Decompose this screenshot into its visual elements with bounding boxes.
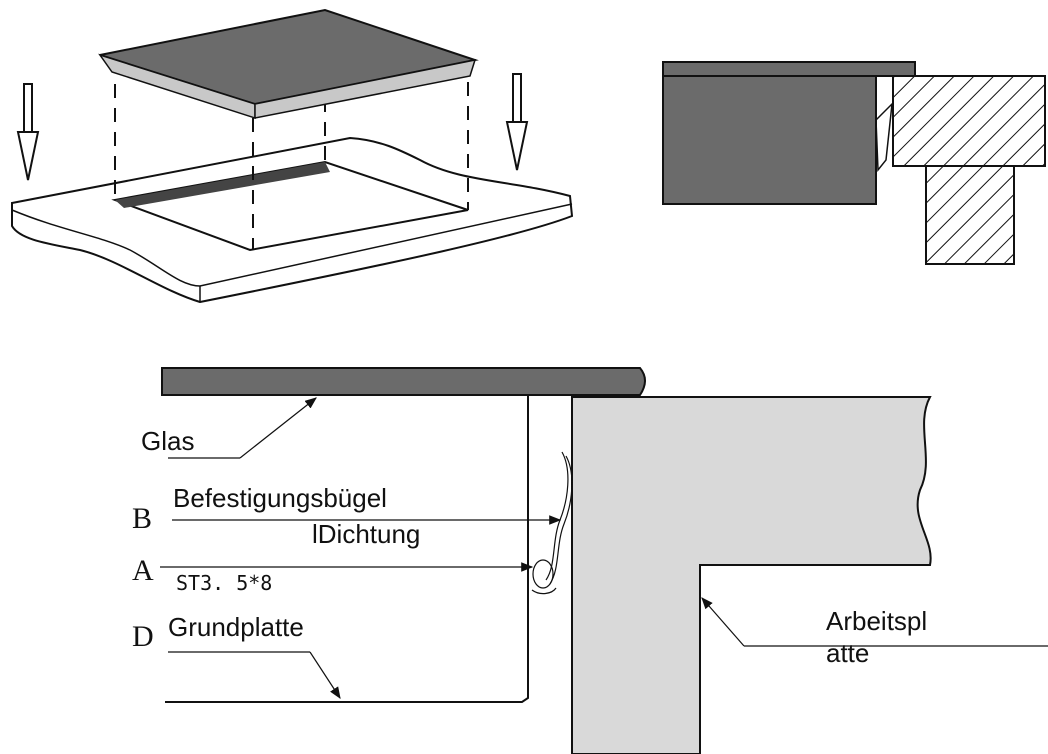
section-base-body [662,75,877,205]
detail-section-view: B A D Glas Befestigungsbügel lDichtung S… [132,367,1048,754]
letter-b: B [132,502,152,535]
cutout-inner-edge [115,162,330,208]
label-arbeitsplatte-2: atte [826,638,869,668]
section-support-hatched [925,165,1015,265]
label-dichtung: lDichtung [312,519,420,549]
detail-fixing-bracket [531,451,573,595]
label-arbeitsplatte-1: Arbeitspl [826,606,927,636]
glass-cooktop-edge-right [254,59,477,119]
section-worktop-hatched [892,75,1046,167]
glass-cooktop-top [99,8,479,106]
alignment-guides [114,74,469,250]
letter-d: D [132,620,154,653]
label-screw: ST3. 5*8 [176,571,272,595]
detail-base-plate [165,395,529,703]
letter-a: A [132,554,154,587]
leader-lines [160,397,1048,700]
worktop-edge-line [11,203,573,287]
down-arrow-left-icon [16,83,40,181]
down-arrow-right-icon [505,73,529,171]
isometric-installation-view [11,8,574,304]
section-bracket [875,101,893,173]
label-grundplatte: Grundplatte [168,612,304,642]
section-glass [662,61,916,77]
cross-section-view [662,61,1046,265]
detail-glass-plate [161,367,646,396]
detail-worktop [571,396,932,754]
label-glas: Glas [141,426,194,456]
label-befestigungsbuegel: Befestigungsbügel [173,483,387,513]
